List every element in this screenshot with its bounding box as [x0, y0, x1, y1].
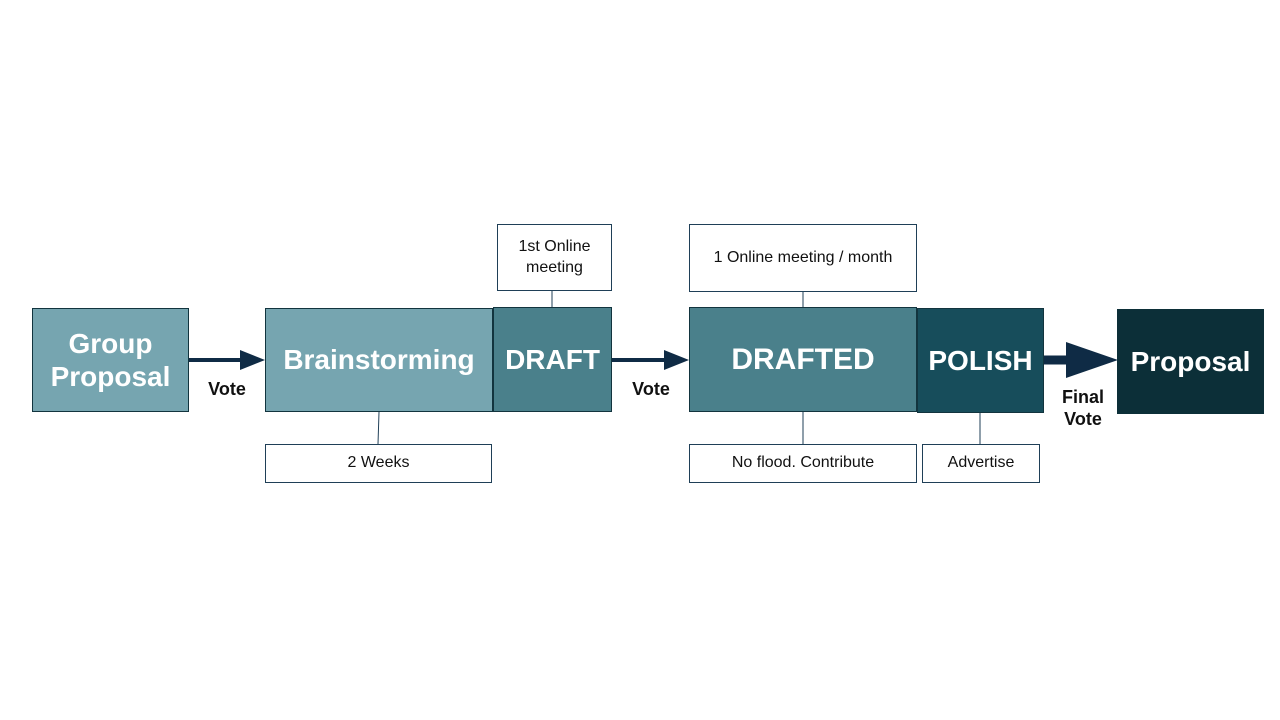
- stage-draft-label: DRAFT: [505, 343, 600, 375]
- connector-two-weeks: [377, 411, 380, 445]
- note-first-online-meeting: 1st Online meeting: [497, 224, 612, 291]
- note-advertise-text: Advertise: [947, 454, 1015, 472]
- stage-polish: POLISH: [917, 308, 1044, 413]
- transition-vote-2: Vote: [632, 379, 670, 399]
- stage-drafted-label: DRAFTED: [731, 342, 875, 376]
- note-no-flood: No flood. Contribute: [689, 444, 917, 483]
- note-two-weeks: 2 Weeks: [265, 444, 492, 483]
- stage-brainstorming-label: Brainstorming: [283, 344, 475, 376]
- stage-polish-label: POLISH: [928, 344, 1033, 376]
- stage-group-proposal: Group Proposal: [32, 308, 189, 412]
- note-two-weeks-text: 2 Weeks: [347, 454, 410, 472]
- stage-proposal-label: Proposal: [1130, 345, 1251, 377]
- stage-drafted: DRAFTED: [689, 307, 917, 412]
- note-first-online-meeting-text: 1st Online meeting: [518, 237, 591, 276]
- note-monthly-meeting-text: 1 Online meeting / month: [713, 248, 893, 266]
- stage-group-proposal-label: Group Proposal: [50, 327, 171, 392]
- stage-proposal: Proposal: [1117, 309, 1264, 414]
- stage-draft: DRAFT: [493, 307, 612, 412]
- stage-brainstorming: Brainstorming: [265, 308, 493, 412]
- note-advertise: Advertise: [922, 444, 1040, 483]
- arrow-final-vote-head: [1066, 342, 1118, 378]
- arrow-vote-2-head: [664, 350, 689, 370]
- note-monthly-meeting: 1 Online meeting / month: [689, 224, 917, 292]
- note-no-flood-text: No flood. Contribute: [731, 454, 875, 472]
- transition-final-vote: Final Vote: [1061, 387, 1104, 429]
- arrow-vote-1-head: [240, 350, 265, 370]
- transition-vote-1: Vote: [208, 379, 246, 399]
